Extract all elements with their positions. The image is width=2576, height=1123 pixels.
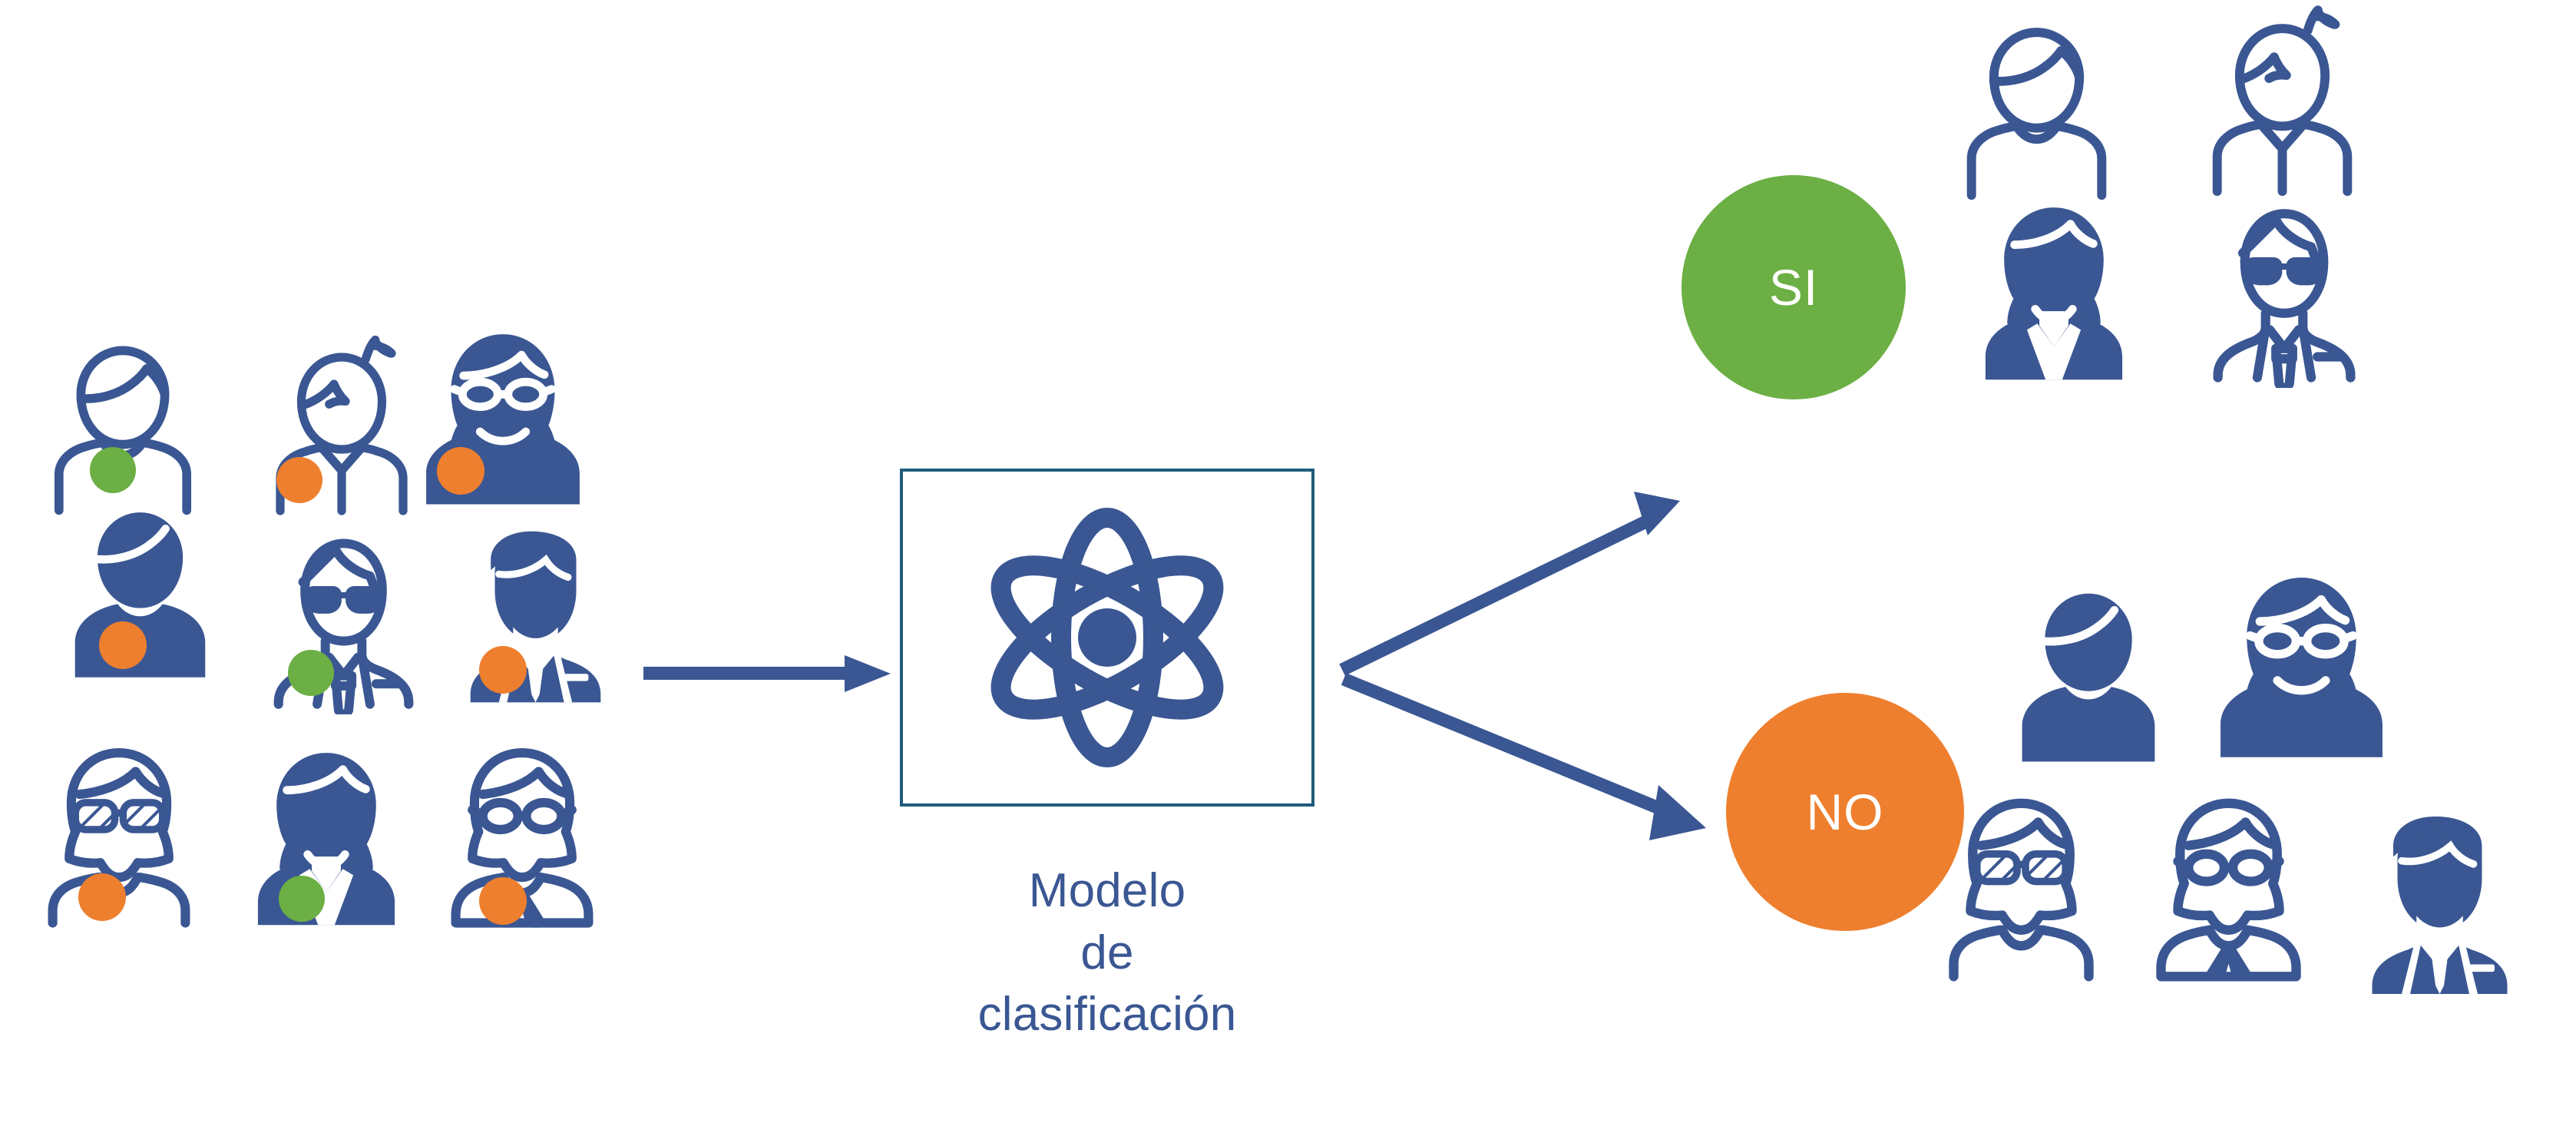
badge-green bbox=[90, 447, 136, 493]
badge-orange bbox=[437, 447, 484, 495]
person-n4 bbox=[2161, 803, 2297, 977]
person-n2 bbox=[2221, 578, 2383, 757]
person-n1 bbox=[2022, 594, 2155, 762]
person-p3 bbox=[426, 334, 580, 504]
arrow-model-to-si bbox=[1339, 492, 1680, 676]
person-p4 bbox=[75, 512, 206, 677]
model-caption-line-3: clasificación bbox=[977, 988, 1237, 1042]
person-p5 bbox=[279, 543, 409, 718]
si-circle[interactable]: SI bbox=[1682, 175, 1906, 399]
badge-orange bbox=[479, 877, 527, 925]
person-p8 bbox=[258, 746, 395, 926]
person-n3 bbox=[1954, 803, 2089, 977]
no-circle[interactable]: NO bbox=[1726, 693, 1964, 931]
badge-green bbox=[279, 876, 325, 922]
model-caption: Modelo de clasificación bbox=[869, 860, 1345, 1046]
person-p9 bbox=[456, 753, 589, 925]
person-p1 bbox=[59, 350, 187, 510]
badge-orange bbox=[479, 646, 527, 694]
person-p2 bbox=[276, 340, 403, 512]
badge-orange bbox=[78, 873, 126, 921]
person-n5 bbox=[2373, 817, 2508, 994]
model-caption-line-2: de bbox=[1080, 926, 1134, 979]
model-caption-line-1: Modelo bbox=[1028, 864, 1186, 917]
badge-green bbox=[288, 650, 334, 696]
person-p7 bbox=[53, 753, 186, 923]
arrow-input-to-model bbox=[643, 655, 891, 692]
person-p6 bbox=[471, 532, 601, 703]
badge-orange bbox=[99, 621, 147, 669]
badge-orange bbox=[276, 457, 322, 503]
arrow-model-to-no bbox=[1341, 673, 1706, 840]
